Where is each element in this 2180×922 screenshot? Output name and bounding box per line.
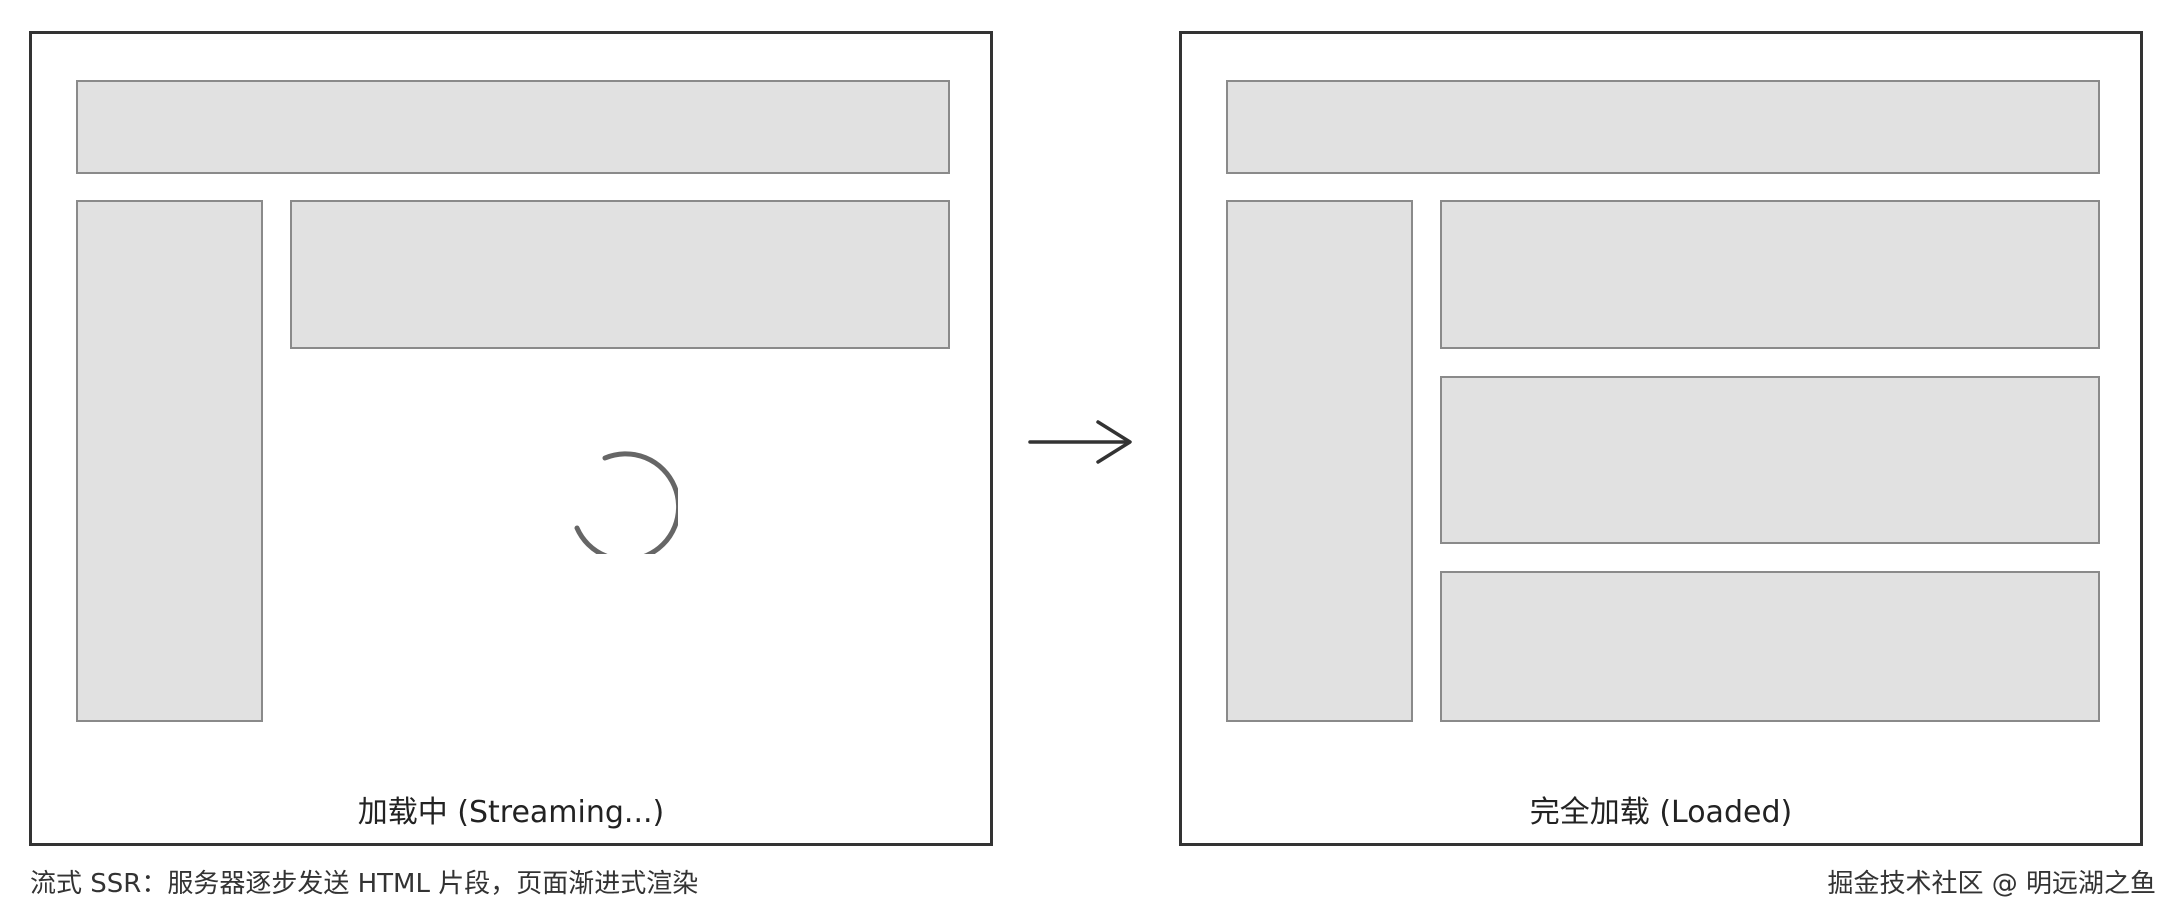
content-placeholder-1 xyxy=(1440,200,2100,349)
streaming-panel: 加载中 (Streaming...) xyxy=(29,31,993,846)
sidebar-placeholder xyxy=(1226,200,1413,722)
streaming-caption: 加载中 (Streaming...) xyxy=(357,795,665,830)
header-placeholder xyxy=(1226,80,2100,174)
right-arrow-icon xyxy=(1028,420,1132,464)
diagram-description: 流式 SSR：服务器逐步发送 HTML 片段，页面渐进式渲染 xyxy=(30,869,699,899)
loading-spinner-icon xyxy=(574,451,678,554)
content-placeholder-2 xyxy=(1440,376,2100,544)
loaded-caption: 完全加载 (Loaded) xyxy=(1529,795,1793,830)
content-placeholder-3 xyxy=(1440,571,2100,722)
credit-watermark: 掘金技术社区 @ 明远湖之鱼 xyxy=(1827,869,2156,899)
content-placeholder-1 xyxy=(290,200,950,349)
sidebar-placeholder xyxy=(76,200,263,722)
loaded-panel: 完全加载 (Loaded) xyxy=(1179,31,2143,846)
header-placeholder xyxy=(76,80,950,174)
